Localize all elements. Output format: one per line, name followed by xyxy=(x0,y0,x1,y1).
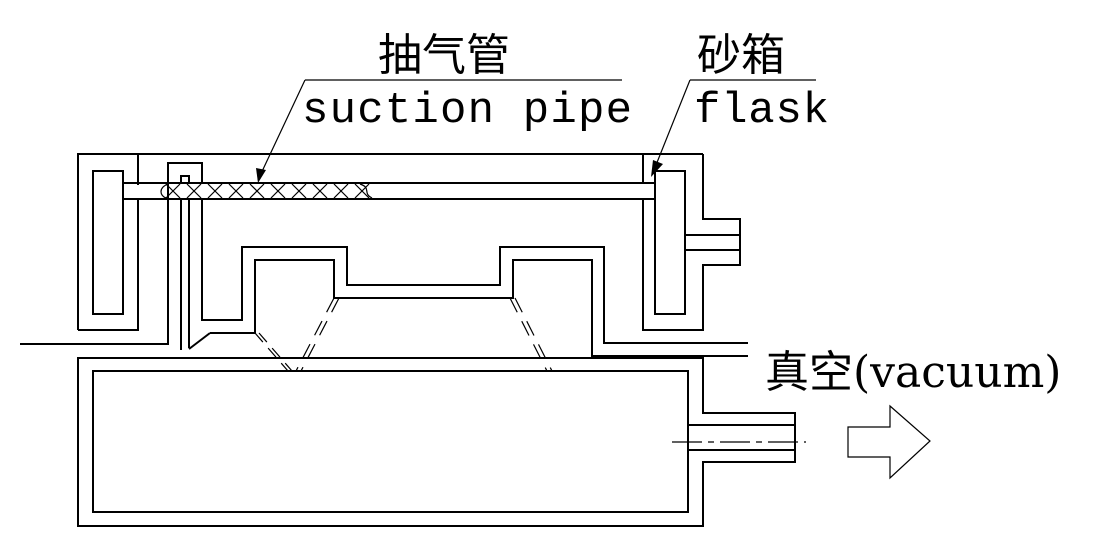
vacuum-flow-arrow-icon xyxy=(847,404,931,480)
mesh-hatch-line xyxy=(333,183,349,199)
left-chamber xyxy=(92,170,124,315)
label-suction-pipe-cn: 抽气管 xyxy=(378,30,510,81)
mesh-hatch-line xyxy=(270,183,286,199)
right-chamber xyxy=(654,170,686,315)
mesh-end-left xyxy=(160,183,169,199)
leader-line-suction-pipe xyxy=(257,79,306,181)
pattern-contour xyxy=(20,259,748,357)
flask-frame xyxy=(77,153,741,331)
label-vacuum: 真空(vacuum) xyxy=(765,347,1061,398)
pipe-connector xyxy=(167,162,748,350)
suction-pipe-filter-mesh xyxy=(160,183,373,199)
leader-line-flask xyxy=(651,79,691,176)
mesh-hatch-line xyxy=(291,183,307,199)
vacuum-box xyxy=(77,357,806,527)
mesh-hatch-line xyxy=(249,183,265,199)
pattern-draft-lines xyxy=(254,297,553,372)
suction-pipe xyxy=(123,182,655,200)
mesh-hatch-line xyxy=(312,183,328,199)
label-flask-cn: 砂箱 xyxy=(697,30,785,81)
mesh-end-right xyxy=(359,183,373,199)
mesh-hatch-line xyxy=(354,183,370,199)
leader-arrowhead-suction-pipe xyxy=(256,168,266,183)
right-outlet-port xyxy=(685,234,740,251)
mesh-hatch-line xyxy=(207,183,223,199)
leader-arrowhead-flask xyxy=(651,160,663,177)
mesh-hatch-line xyxy=(186,183,202,199)
mesh-hatch-line xyxy=(228,183,244,199)
label-suction-pipe-en: suction pipe xyxy=(302,86,632,136)
label-flask-en: flask xyxy=(694,86,829,136)
